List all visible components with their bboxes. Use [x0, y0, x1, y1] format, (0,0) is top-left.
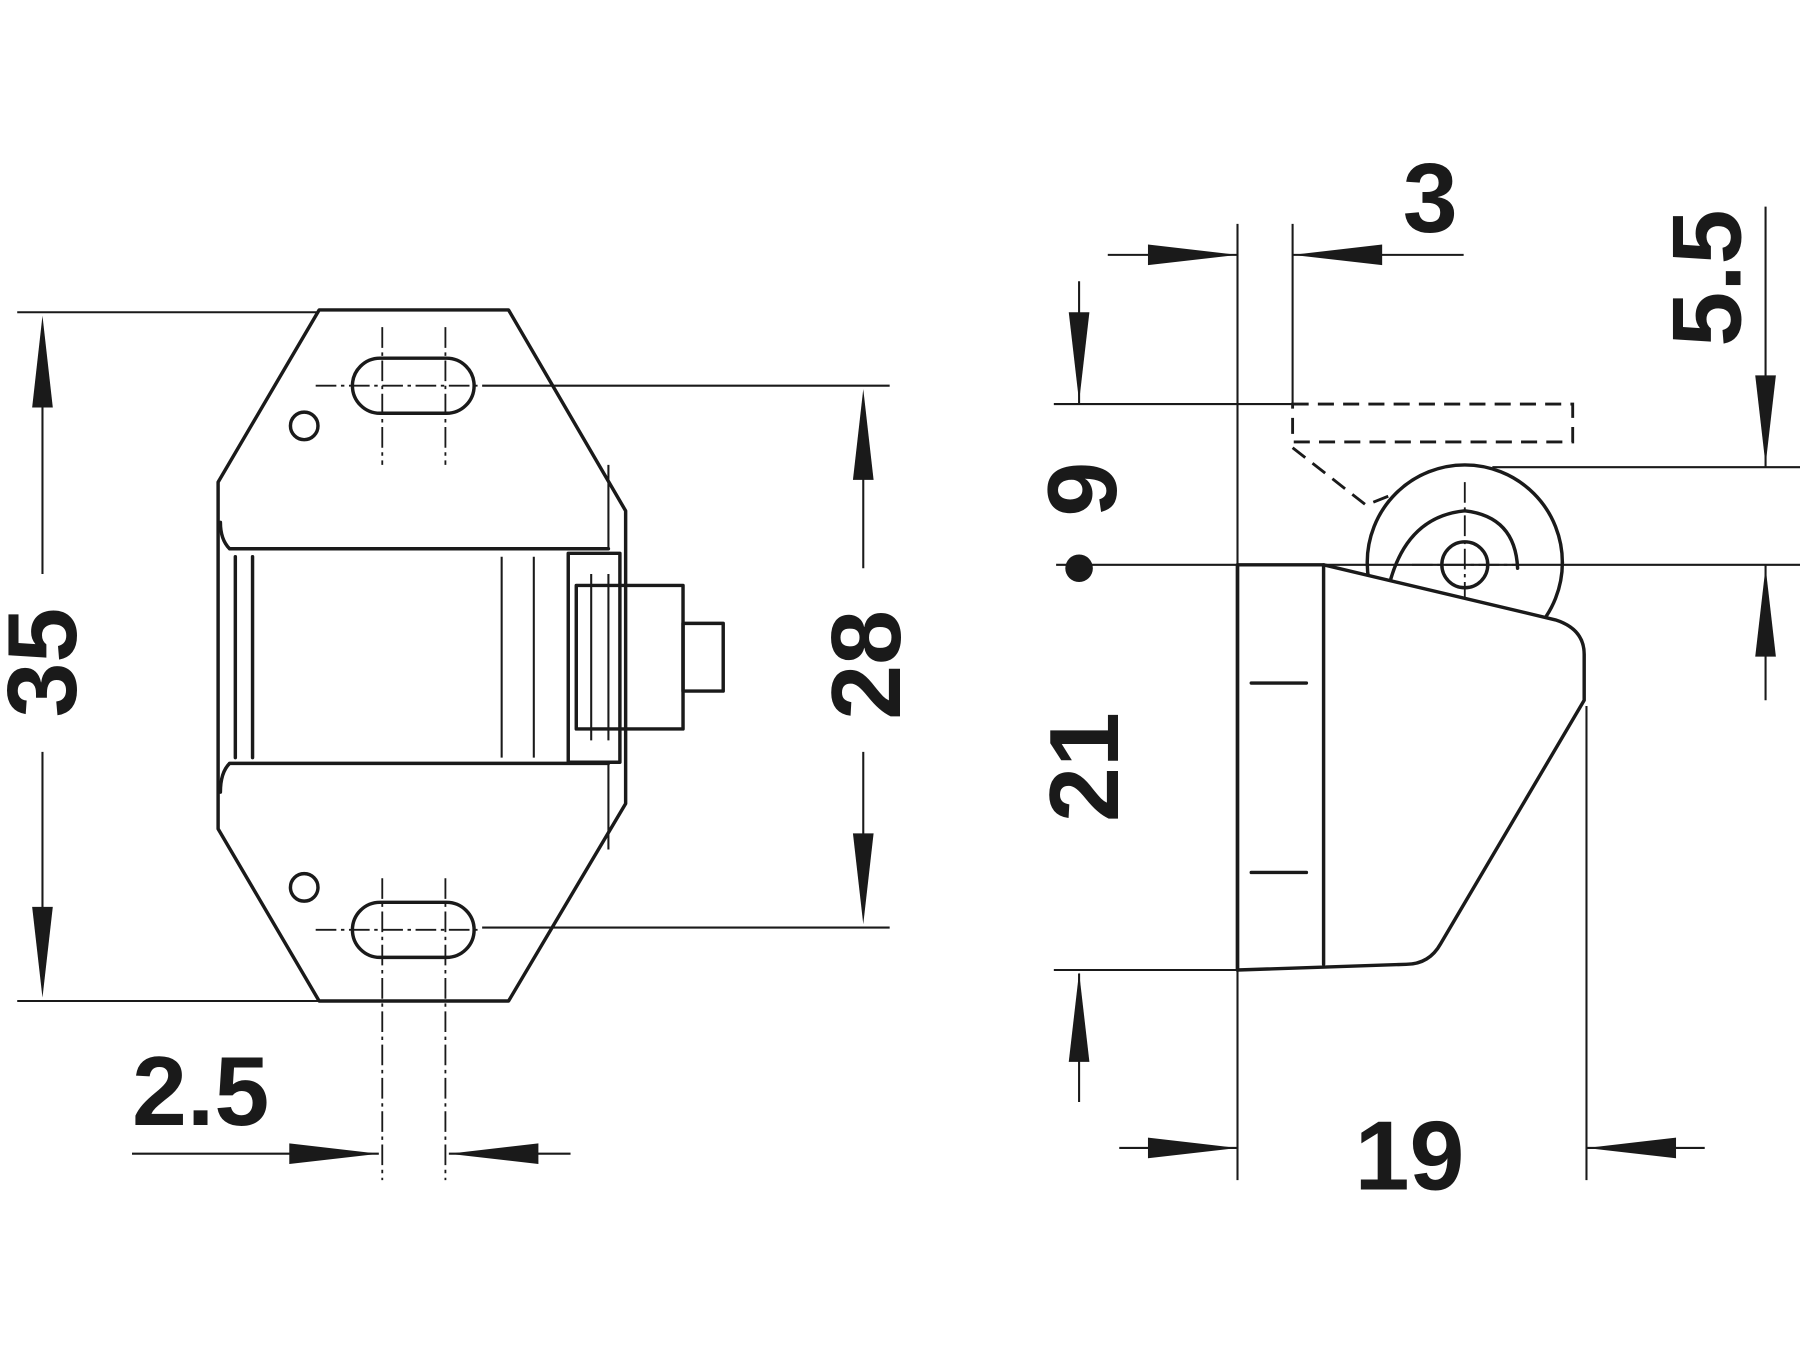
dimension-lines-35: [17, 311, 320, 1003]
arrow-down: [1755, 375, 1776, 465]
housing-lines: [500, 464, 610, 850]
dimension-9-label: 9: [1027, 462, 1137, 517]
catch-body: [1235, 563, 1586, 972]
arrow-right: [1147, 1137, 1238, 1159]
arrow-up: [852, 389, 874, 480]
arrow-down: [32, 906, 53, 998]
dimension-35-label: 35: [0, 608, 97, 718]
arrow-up: [1755, 567, 1776, 657]
arrow-up: [32, 315, 53, 408]
arrow-left: [448, 1143, 539, 1165]
plunger: [574, 583, 685, 731]
arrow-left: [1292, 244, 1383, 266]
side-view: 3 9 21 5.5 19: [1027, 143, 1800, 1210]
arrow-up: [1068, 972, 1090, 1062]
face-marks: [1249, 681, 1309, 875]
plunger-lines: [590, 573, 610, 741]
dimension-lines-28: [482, 384, 890, 929]
arrow-down: [852, 833, 874, 925]
dimension-28-label: 28: [811, 610, 921, 720]
dimension-19-label: 19: [1355, 1100, 1465, 1210]
dimension-dot: [1065, 554, 1093, 583]
mounting-plate-outline: [216, 308, 628, 1003]
roller-overlay: [1365, 463, 1565, 662]
roller-arm: [1387, 509, 1520, 588]
plunger-tip: [681, 621, 725, 693]
arrow-left: [1586, 1137, 1677, 1159]
housing-front: [566, 551, 622, 764]
hole-top: [288, 410, 320, 442]
arrow-right: [289, 1143, 379, 1165]
dimension-5-5-label: 5.5: [1651, 209, 1761, 346]
arrow-right: [1147, 244, 1238, 266]
front-view: 35 28 2.5: [0, 308, 921, 1181]
plunger-extended-dashed: [1291, 402, 1575, 444]
dimension-2-5-label: 2.5: [132, 1036, 269, 1146]
centerlines: [315, 327, 483, 1181]
dimension-3-label: 3: [1403, 143, 1458, 253]
catch-face: [1235, 563, 1326, 972]
arrow-down: [1068, 312, 1090, 402]
dimension-21-label: 21: [1029, 712, 1139, 822]
roller-arm-dashed: [1291, 446, 1396, 507]
housing-body: [218, 520, 611, 794]
hole-bottom: [288, 871, 320, 903]
